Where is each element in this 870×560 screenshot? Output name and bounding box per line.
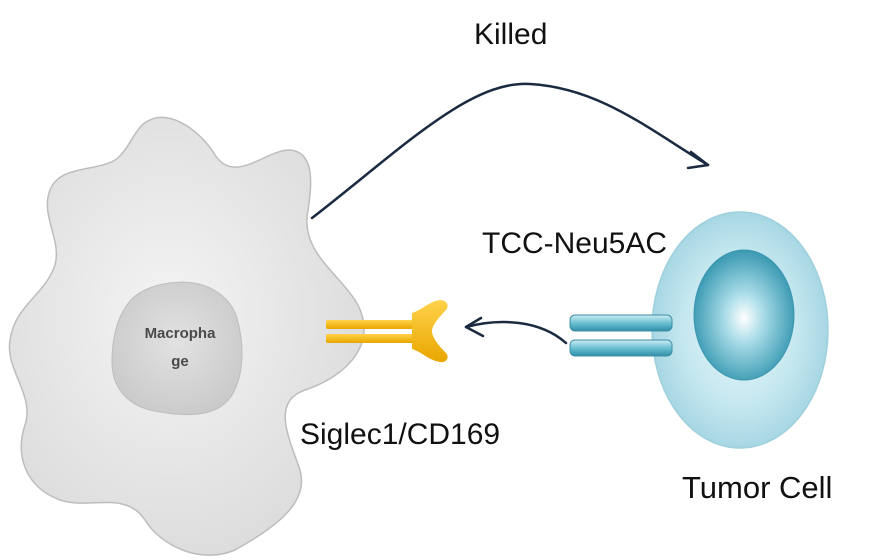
tcc-neu5ac-label: TCC-Neu5AC [482, 227, 668, 260]
macrophage-label: Macropha ge [115, 320, 245, 376]
macrophage-nucleus [111, 281, 243, 416]
ligand-bar-top [569, 314, 673, 332]
killed-label: Killed [474, 18, 548, 51]
killing-arrow [310, 82, 710, 220]
macrophage-label-line2: ge [171, 353, 189, 370]
ligand-bar-bottom [569, 339, 673, 357]
macrophage-label-line1: Macropha [144, 325, 216, 342]
binding-arrow [464, 320, 568, 345]
tumor-cell-nucleus [693, 249, 795, 381]
siglec1-receptor [326, 300, 448, 363]
binding-arrow-head [464, 316, 485, 338]
killing-arrow-head [686, 150, 710, 170]
siglec1-cd169-label: Siglec1/CD169 [300, 418, 501, 451]
tumor-cell-label: Tumor Cell [682, 470, 833, 505]
